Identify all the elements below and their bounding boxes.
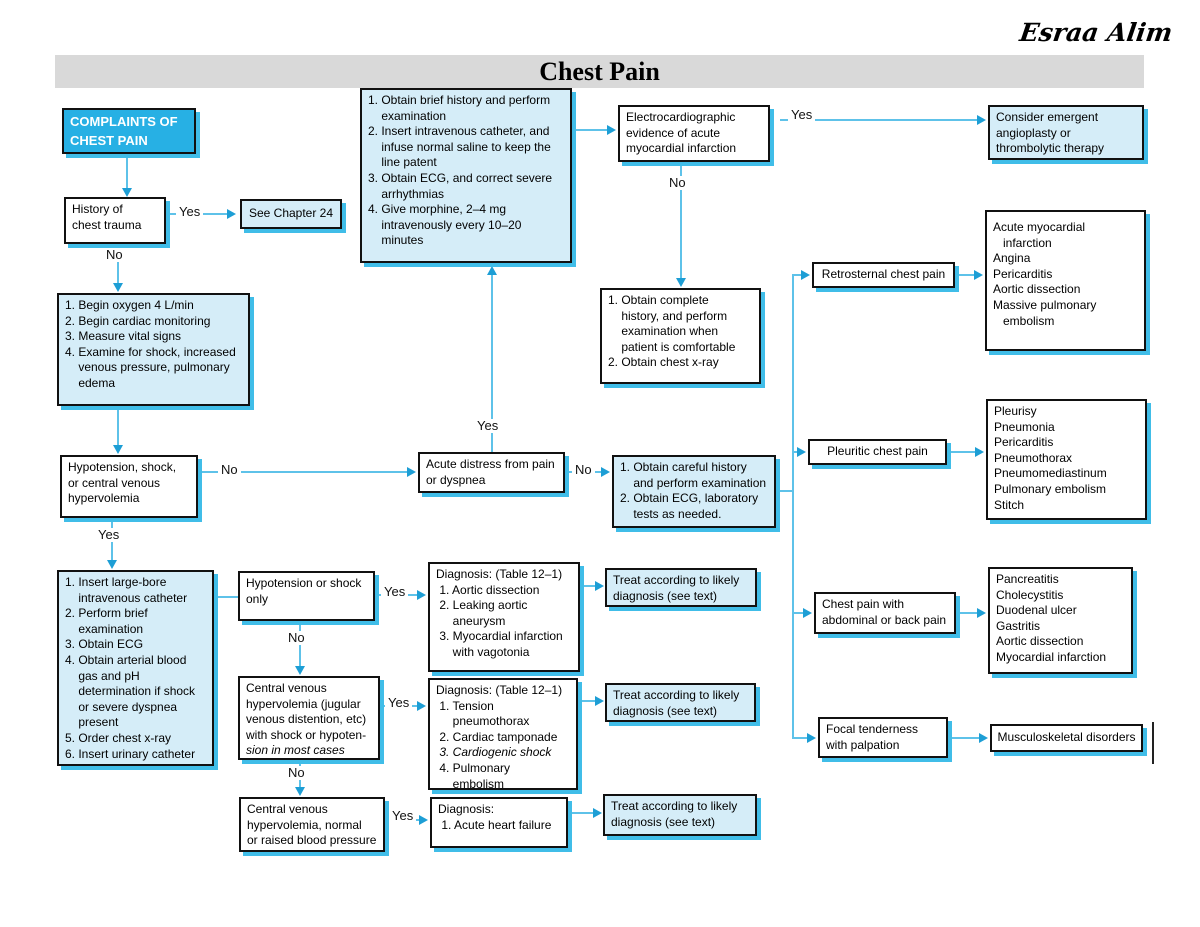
node-initial-treatment-list: 1. Obtain brief history and perform exam… <box>360 88 572 263</box>
title-band: Chest Pain <box>55 55 1144 88</box>
node-diagnosis-table-1: Diagnosis: (Table 12–1) 1. Aortic dissec… <box>428 562 580 672</box>
arrowhead-right <box>975 447 984 457</box>
connector <box>778 490 794 492</box>
arrowhead-right <box>974 270 983 280</box>
edge-label-yes: Yes <box>389 808 417 824</box>
node-focal-tenderness: Focal tenderness with palpation <box>818 717 948 758</box>
page-title: Chest Pain <box>539 56 660 86</box>
edge-label-no: No <box>218 462 241 478</box>
node-acute-distress: Acute distress from pain or dyspnea <box>418 452 565 493</box>
arrowhead-right <box>601 467 610 477</box>
node-central-venous-hypervolemia-normal-bp: Central venous hypervolemia, normal or r… <box>239 797 385 852</box>
arrowhead-right <box>419 815 428 825</box>
node-retrosternal-chest-pain: Retrosternal chest pain <box>812 262 955 288</box>
node-history-of-chest-trauma: History of chest trauma <box>64 197 166 244</box>
node-musculoskeletal-disorders: Musculoskeletal disorders <box>990 724 1143 752</box>
edge-label-yes: Yes <box>474 418 502 434</box>
arrowhead-down <box>295 666 305 675</box>
arrowhead-right <box>977 608 986 618</box>
edge-label-yes: Yes <box>385 695 413 711</box>
connector <box>792 274 804 276</box>
node-treat-according-1: Treat according to likely diagnosis (see… <box>605 568 757 607</box>
signature: Esraa Alim <box>1017 18 1175 47</box>
arrowhead-right <box>407 467 416 477</box>
arrowhead-down <box>122 188 132 197</box>
arrowhead-right <box>607 125 616 135</box>
connector <box>680 164 682 280</box>
edge-label-no: No <box>103 247 126 263</box>
connector <box>580 700 597 702</box>
node-pleuritic-chest-pain: Pleuritic chest pain <box>808 439 947 465</box>
connector <box>956 274 977 276</box>
arrowhead-right <box>593 808 602 818</box>
connector <box>491 274 493 452</box>
arrowhead-right <box>227 209 236 219</box>
connector <box>957 612 980 614</box>
arrowhead-down <box>113 283 123 292</box>
connector <box>949 737 982 739</box>
connector <box>117 408 119 447</box>
arrowhead-down <box>113 445 123 454</box>
node-obtain-complete-history: 1. Obtain complete history, and perform … <box>600 288 761 384</box>
connector <box>574 129 610 131</box>
node-see-chapter-24: See Chapter 24 <box>240 199 342 229</box>
node-complaints-of-chest-pain: COMPLAINTS OF CHEST PAIN <box>62 108 196 154</box>
arrowhead-right <box>417 590 426 600</box>
arrowhead-down <box>295 787 305 796</box>
arrowhead-right <box>803 608 812 618</box>
node-abdominal-differential-list: Pancreatitis Cholecystitis Duodenal ulce… <box>988 567 1133 674</box>
arrowhead-right <box>807 733 816 743</box>
node-central-venous-hypervolemia-shock: Central venous hypervolemia (jugular ven… <box>238 676 380 760</box>
edge-label-no: No <box>666 175 689 191</box>
arrowhead-right <box>977 115 986 125</box>
edge-label-no: No <box>285 765 308 781</box>
node-hypotension-or-shock-only: Hypotension or shock only <box>238 571 375 621</box>
connector <box>200 471 410 473</box>
edge-label-yes: Yes <box>788 107 816 123</box>
arrowhead-up <box>487 266 497 275</box>
arrowhead-right <box>595 581 604 591</box>
node-treat-according-3: Treat according to likely diagnosis (see… <box>603 794 757 836</box>
edge-label-no: No <box>285 630 308 646</box>
node-pleuritic-differential-list: Pleurisy Pneumonia Pericarditis Pneumoth… <box>986 399 1147 520</box>
edge-label-yes: Yes <box>381 584 409 600</box>
arrowhead-right <box>979 733 988 743</box>
arrowhead-right <box>595 696 604 706</box>
arrowhead-right <box>417 701 426 711</box>
connector-trunk <box>792 274 794 738</box>
connector <box>117 246 119 285</box>
node-diagnosis-table-2: Diagnosis: (Table 12–1) 1. Tension pneum… <box>428 678 578 791</box>
node-begin-oxygen-list: 1. Begin oxygen 4 L/min 2. Begin cardiac… <box>57 293 250 406</box>
connector <box>948 451 978 453</box>
node-ecg-evidence: Electrocardiographic evidence of acute m… <box>618 105 770 162</box>
node-treat-according-2: Treat according to likely diagnosis (see… <box>605 683 756 722</box>
connector <box>570 812 595 814</box>
connector <box>792 451 800 453</box>
node-retrosternal-differential-list: Acute myocardial infarction Angina Peric… <box>985 210 1146 351</box>
edge-label-yes: Yes <box>95 527 123 543</box>
connector <box>216 596 238 598</box>
arrowhead-down <box>107 560 117 569</box>
edge-label-yes: Yes <box>176 204 204 220</box>
connector <box>792 612 806 614</box>
connector <box>792 737 810 739</box>
node-obtain-careful-history: 1. Obtain careful history and perform ex… <box>612 455 776 528</box>
node-chest-pain-abdominal-back: Chest pain with abdominal or back pain <box>814 592 956 634</box>
edge-label-no: No <box>572 462 595 478</box>
node-consider-emergent-angioplasty: Consider emergent angioplasty or thrombo… <box>988 105 1144 160</box>
connector <box>126 156 128 190</box>
arrowhead-right <box>801 270 810 280</box>
connector <box>780 119 980 121</box>
scan-artifact-line <box>1152 722 1154 764</box>
arrowhead-right <box>797 447 806 457</box>
node-hypotension-shock-hypervolemia: Hypotension, shock, or central venous hy… <box>60 455 198 518</box>
node-diagnosis-3: Diagnosis: 1. Acute heart failure <box>430 797 568 848</box>
connector <box>582 585 597 587</box>
node-insert-catheter-list: 1. Insert large-bore intravenous cathete… <box>57 570 214 766</box>
arrowhead-down <box>676 278 686 287</box>
connector <box>299 623 301 668</box>
